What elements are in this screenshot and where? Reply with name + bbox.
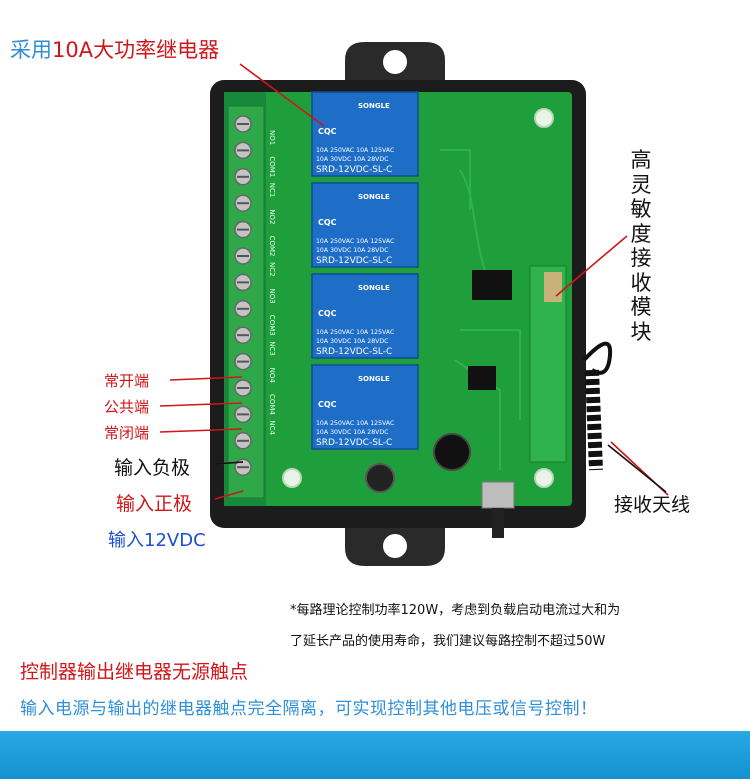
case-bottom-hole [383, 534, 407, 558]
relay-spec-line-2: 10A 30VDC 10A 28VDC [316, 156, 389, 163]
bottom-banner [0, 731, 750, 779]
relay-cert: CQC [318, 400, 337, 409]
relay: SONGLE CQC 10A 250VAC 10A 125VAC 10A 30VDC … [311, 273, 419, 359]
ic-chip-secondary [468, 366, 496, 390]
terminal-label: COM1 [268, 156, 276, 177]
antenna-coil [582, 341, 613, 471]
input-voltage-label: 输入12VDC [108, 530, 206, 551]
terminal-label: NC2 [268, 262, 276, 277]
relay-model: SRD-12VDC-SL-C [316, 256, 392, 266]
relay-callout-suffix: 大功率继电器 [93, 38, 220, 62]
relay-brand: SONGLE [358, 375, 390, 383]
antenna-label: 接收天线 [614, 494, 691, 516]
common-label: 公共端 [104, 398, 150, 416]
relay-spec-line-1: 10A 250VAC 10A 125VAC [316, 238, 394, 245]
terminal-label: NO2 [268, 209, 276, 224]
relay-cert: CQC [318, 309, 337, 318]
relay-body [311, 182, 419, 268]
receiver-coil [544, 272, 562, 302]
relay-model: SRD-12VDC-SL-C [316, 347, 392, 357]
capacitor-large [433, 433, 471, 471]
relay-spec-line-2: 10A 30VDC 10A 28VDC [316, 429, 389, 436]
terminal-label: NO3 [268, 288, 276, 303]
pointer-line-dark [214, 461, 244, 465]
input-positive-label: 输入正极 [116, 493, 193, 515]
relay-spec-line-2: 10A 30VDC 10A 28VDC [316, 247, 389, 254]
receiver-module-label: 高灵敏度接收模块 [630, 148, 652, 344]
relay-callout: 采用10A大功率继电器 [10, 34, 219, 64]
relay-spec-line-2: 10A 30VDC 10A 28VDC [316, 338, 389, 345]
relay-spec-line-1: 10A 250VAC 10A 125VAC [316, 329, 394, 336]
terminal-label: COM2 [268, 236, 276, 257]
passive-contact-headline: 控制器输出继电器无源触点 [20, 661, 249, 683]
relay-spec-line-1: 10A 250VAC 10A 125VAC [316, 420, 394, 427]
normally-open-label: 常开端 [104, 372, 150, 390]
relay-body [311, 91, 419, 177]
pcb-mount-holes [282, 108, 554, 488]
relay-model: SRD-12VDC-SL-C [316, 438, 392, 448]
terminal-label: NC4 [268, 420, 276, 435]
terminal-label: NO1 [268, 130, 276, 145]
relay-brand: SONGLE [358, 284, 390, 292]
isolation-headline: 输入电源与输出的继电器触点完全隔离，可实现控制其他电压或信号控制！ [20, 699, 598, 719]
ic-chip-main [472, 270, 512, 300]
case-top-hole [383, 50, 407, 74]
terminal-label: NO4 [268, 368, 276, 384]
relay-callout-prefix: 采用 [10, 38, 52, 62]
normally-closed-label: 常闭端 [104, 424, 150, 442]
terminal-label: COM3 [268, 315, 276, 336]
relay-brand: SONGLE [358, 102, 390, 110]
relay: SONGLE CQC 10A 250VAC 10A 125VAC 10A 30VDC … [311, 182, 419, 268]
relay-spec-line-1: 10A 250VAC 10A 125VAC [316, 147, 394, 154]
relay-body [311, 364, 419, 450]
relay-callout-amp: 10A [52, 38, 94, 62]
relay-cert: CQC [318, 127, 337, 136]
relay-model: SRD-12VDC-SL-C [316, 165, 392, 175]
terminal-label: NC1 [268, 183, 276, 198]
relay-group: SONGLE CQC 10A 250VAC 10A 125VAC 10A 30VDC … [311, 91, 419, 450]
relay: SONGLE CQC 10A 250VAC 10A 125VAC 10A 30VDC … [311, 364, 419, 450]
note-line-2: 了延长产品的使用寿命，我们建议每路控制不超过50W [290, 634, 606, 649]
learn-button [481, 481, 515, 509]
capacitor-small [365, 463, 395, 493]
input-negative-label: 输入负极 [114, 457, 191, 479]
relay-cert: CQC [318, 218, 337, 227]
relay: SONGLE CQC 10A 250VAC 10A 125VAC 10A 30VDC … [311, 91, 419, 177]
terminal-label: NC3 [268, 341, 276, 356]
learn-button-cap [492, 508, 504, 538]
terminal-label: COM4 [268, 394, 276, 415]
relay-body [311, 273, 419, 359]
relay-brand: SONGLE [358, 193, 390, 201]
note-line-1: *每路理论控制功率120W，考虑到负载启动电流过大和为 [290, 603, 621, 618]
pointer-line-antenna [607, 444, 667, 493]
